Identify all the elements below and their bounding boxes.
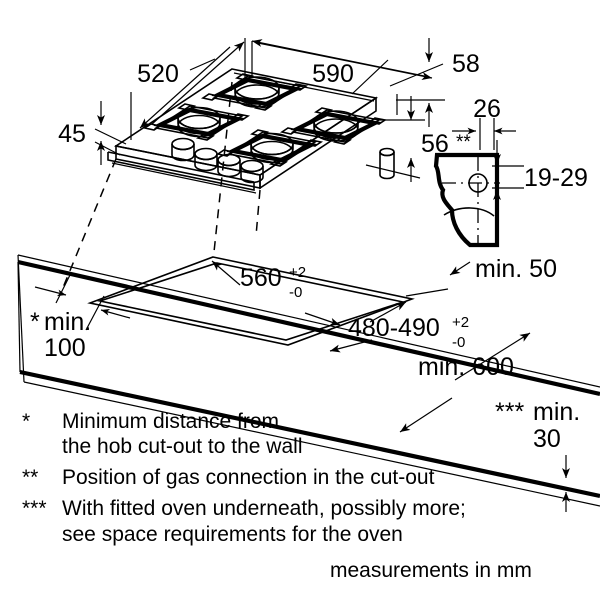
burner-front-right	[313, 110, 359, 142]
label-wall-distance-value: 100	[44, 334, 86, 362]
burner-front-centre	[250, 132, 294, 164]
worktop	[17, 81, 600, 507]
projection-line-rear	[213, 81, 233, 253]
label-26: 26	[473, 95, 501, 123]
projection-line-front	[255, 189, 261, 237]
legend-marker-3: ***	[22, 497, 47, 520]
burner-rear-left	[234, 76, 280, 108]
label-590: 590	[312, 60, 354, 88]
dim-min-600	[399, 332, 531, 433]
label-560: 560	[240, 264, 282, 292]
label-under-clearance: min.	[533, 398, 580, 426]
hob-appliance	[107, 68, 395, 194]
dim-min-50	[449, 261, 471, 276]
control-knob-2[interactable]	[194, 147, 218, 172]
label-wall-distance-marker: *	[30, 308, 40, 336]
hob-front-flange-2	[107, 152, 255, 191]
projection-line-left	[61, 158, 117, 291]
label-wall-distance: min.	[44, 308, 91, 336]
dim-26	[452, 118, 516, 150]
dim-19-29	[492, 140, 524, 212]
legend-text-2-line-1: Position of gas connection in the cut-ou…	[62, 466, 435, 489]
label-gas-conn-marker: **	[456, 132, 471, 153]
pan-support-front-centre	[215, 129, 324, 167]
control-knob-3[interactable]	[217, 153, 241, 178]
label-under-clearance-value: 30	[533, 425, 561, 453]
label-520: 520	[137, 60, 179, 88]
legend-text-3-line-1: With fitted oven underneath, possibly mo…	[62, 497, 466, 520]
hob-cutout	[87, 256, 415, 346]
label-480-490: 480-490	[348, 314, 440, 342]
gas-connection-detail	[433, 152, 500, 248]
label-58: 58	[452, 50, 480, 78]
legend-text-1-line-1: Minimum distance from	[62, 410, 279, 433]
label-under-clearance-marker: ***	[495, 398, 524, 426]
label-480-490-tol-plus: +2	[452, 314, 469, 331]
label-480-490-tol-minus: -0	[452, 334, 465, 351]
dim-480-490	[329, 288, 449, 353]
control-knob-4[interactable]	[240, 159, 264, 184]
dim-45	[94, 101, 127, 165]
dim-58	[389, 38, 445, 127]
burner-left	[177, 106, 221, 138]
legend-marker-1: *	[22, 410, 30, 433]
dim-min-100	[34, 274, 131, 331]
legend-block: * Minimum distance from the hob cut-out …	[22, 410, 466, 546]
label-min-50: min. 50	[475, 255, 557, 283]
control-knob-1[interactable]	[171, 137, 195, 162]
label-min-600: min. 600	[418, 353, 514, 381]
label-45: 45	[58, 120, 86, 148]
label-56: 56	[421, 130, 449, 158]
gas-pipe-stub	[379, 147, 395, 180]
dim-590	[251, 39, 433, 95]
label-19-29: 19-29	[524, 164, 588, 192]
legend-text-3-line-2: see space requirements for the oven	[62, 523, 403, 546]
dim-56	[365, 94, 425, 182]
dim-560	[211, 260, 341, 326]
legend-marker-2: **	[22, 466, 38, 489]
legend-text-1-line-2: the hob cut-out to the wall	[62, 435, 303, 458]
hob-front-flange-edge	[111, 162, 257, 194]
label-560-tol-minus: -0	[289, 284, 302, 301]
label-560-tol-plus: +2	[289, 264, 306, 281]
hob-right-face	[259, 96, 377, 190]
dim-520	[130, 38, 246, 140]
footer-units: measurements in mm	[330, 559, 532, 582]
